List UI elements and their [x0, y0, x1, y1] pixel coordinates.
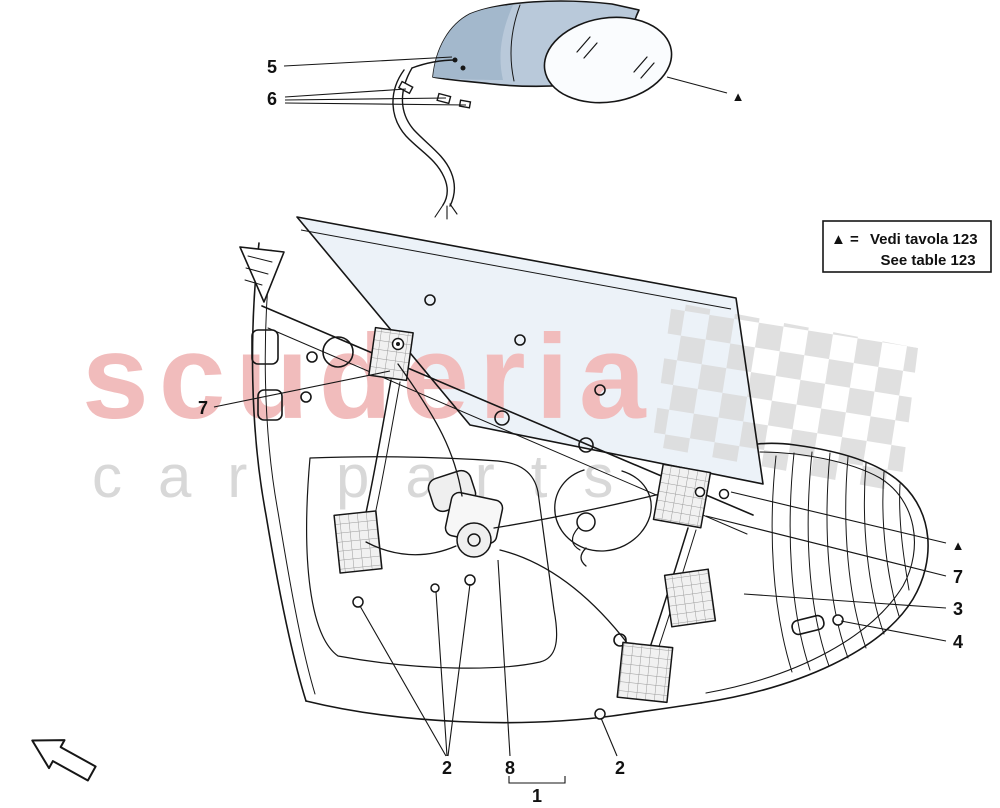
window-glass-tint [297, 217, 763, 484]
door-hinge-upper [251, 329, 279, 365]
callout-4: 4 [953, 632, 963, 652]
regulator-pad-top-left [368, 326, 414, 382]
callout-6: 6 [267, 89, 277, 109]
bolt [430, 583, 440, 593]
leader-7-right [705, 515, 947, 577]
leader-8 [497, 559, 511, 757]
legend-box: ▲ = Vedi tavola 123 See table 123 [822, 220, 992, 273]
mirror-glass [543, 16, 673, 104]
door-inner-opening [306, 456, 558, 669]
bolt [464, 574, 476, 586]
watermark-primary-text: scuderia [82, 310, 656, 444]
bolt [832, 614, 844, 626]
legend-symbol: ▲ = [831, 231, 859, 248]
window-glass-outline [296, 216, 764, 485]
callout-2-left: 2 [442, 758, 452, 778]
legend-line2: See table 123 [880, 252, 975, 269]
watermark: scuderia car parts [82, 302, 918, 510]
callout-leaders [213, 56, 947, 784]
door-rear-inner [705, 451, 915, 694]
leader-2-right [600, 717, 618, 757]
callout-7-right: 7 [953, 567, 963, 587]
harness-connector [397, 80, 414, 95]
bracket-1 [508, 776, 566, 784]
door-rib-hatching [771, 451, 910, 673]
callout-2-right: 2 [615, 758, 625, 778]
regulator-pad-bottom-right [616, 641, 674, 704]
callout-8: 8 [505, 758, 515, 778]
watermark-secondary-text: car parts [92, 443, 649, 510]
window-motor [427, 469, 504, 558]
mirror-glass-hatch [576, 36, 655, 79]
mirror-assembly [432, 0, 673, 104]
callout-1: 1 [532, 786, 542, 806]
leader-3 [743, 593, 947, 609]
door-front-edge [251, 242, 307, 702]
leader-5 [283, 56, 453, 67]
leader-4 [840, 620, 947, 642]
callout-5: 5 [267, 57, 277, 77]
bolt [694, 486, 706, 498]
regulator-pad-bottom-left [333, 510, 383, 574]
callout-3: 3 [953, 599, 963, 619]
leader-7-left [213, 370, 391, 408]
bolt [352, 596, 364, 608]
regulator-pad-mid-right [663, 568, 717, 628]
mirror-housing-shade [433, 5, 513, 80]
leader-triangle-mirror [666, 76, 728, 94]
checkered-flag-watermark [652, 302, 918, 492]
callout-labels: 5 6 ▲ 7 ▲ 7 3 4 2 8 2 1 [198, 57, 964, 806]
bolt [594, 708, 606, 720]
mirror-mount-triangle [239, 246, 285, 303]
leader-2-left [359, 583, 471, 757]
legend-line1: Vedi tavola 123 [870, 231, 978, 248]
door-bottom-edge [305, 700, 702, 724]
bolt [718, 488, 730, 500]
mirror-harness [392, 59, 472, 220]
regulator-cables [365, 363, 661, 653]
harness-connector [458, 99, 472, 109]
regulator-pad-top-right [652, 463, 712, 529]
callout-triangle-right: ▲ [952, 538, 965, 553]
leader-6 [284, 88, 467, 106]
direction-arrow [31, 739, 97, 782]
door-rear-slot [791, 614, 825, 636]
leader-triangle-right [730, 491, 947, 544]
callout-7-left: 7 [198, 398, 208, 418]
callout-triangle-mirror: ▲ [732, 89, 745, 104]
door-hinge-lower [257, 389, 283, 421]
door-latch [576, 512, 596, 532]
door-rear-outer [700, 442, 929, 704]
window-regulators [333, 326, 844, 720]
